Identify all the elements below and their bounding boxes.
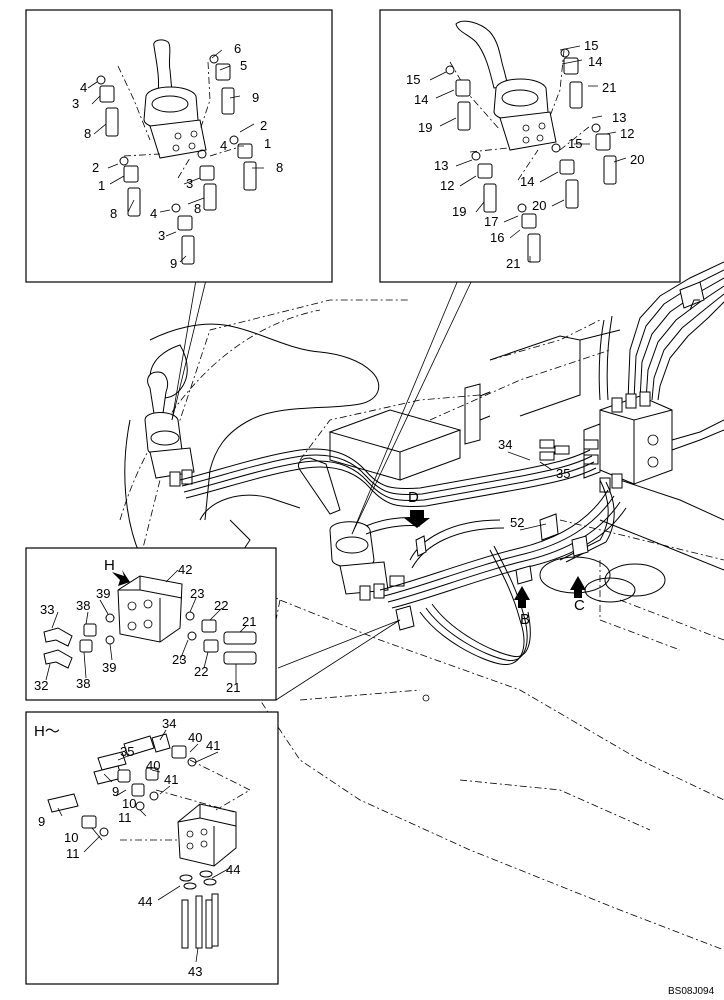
vh-label-39: 39 — [96, 586, 110, 601]
vht-label-40b: 40 — [146, 758, 160, 773]
vh-label-21: 21 — [242, 614, 256, 629]
hose-bundle-top-right — [598, 261, 724, 451]
lc-label-4b: 4 — [220, 138, 227, 153]
vht-label-11: 11 — [118, 810, 132, 825]
lc-label-9: 9 — [252, 90, 259, 105]
left-control-lever — [144, 371, 195, 487]
rc-label-19b: 19 — [452, 204, 466, 219]
vht-label-9: 9 — [112, 784, 119, 799]
lc-label-8b: 8 — [276, 160, 283, 175]
rc-label-14b: 14 — [414, 92, 428, 107]
vht-label-9b: 9 — [38, 814, 45, 829]
vht-label-41: 41 — [206, 738, 220, 753]
rc-label-13b: 13 — [434, 158, 448, 173]
vht-label-34: 34 — [162, 716, 176, 731]
hose-bundle-main — [179, 448, 627, 666]
lc-label-5: 5 — [240, 58, 247, 73]
drawing-code: BS08J094 — [668, 986, 715, 997]
rc-label-15c: 15 — [568, 136, 582, 151]
valve-h-title: H — [104, 557, 115, 574]
valve-h-tilde-title: H～ — [34, 723, 60, 740]
vht-label-41b: 41 — [164, 772, 178, 787]
rc-label-19: 19 — [418, 120, 432, 135]
vh-label-38: 38 — [76, 598, 90, 613]
valve-h-tilde-detail-panel: H～ 34 4 — [25, 711, 279, 985]
part-52-main: 52 — [510, 515, 524, 530]
vht-label-40: 40 — [188, 730, 202, 745]
lc-label-2b: 2 — [92, 160, 99, 175]
main-assembly-drawing: D B C 34 35 52 — [119, 261, 724, 951]
rc-label-21: 21 — [602, 80, 616, 95]
valve-h-arrow — [112, 570, 130, 586]
lc-label-8d: 8 — [194, 201, 201, 216]
vht-label-10b: 10 — [64, 830, 78, 845]
vh-label-23b: 23 — [172, 652, 186, 667]
rc-label-14: 14 — [588, 54, 602, 69]
lc-label-3b: 3 — [186, 176, 193, 191]
part-35-main: 35 — [556, 466, 570, 481]
hose-clamps — [395, 513, 589, 631]
vht-label-35: 35 — [120, 744, 134, 759]
rc-label-15b: 15 — [406, 72, 420, 87]
valve-h-detail-panel: H 42 33 38 39 23 22 21 23 22 32 38 39 — [25, 547, 277, 701]
arrow-label-d: D — [408, 489, 419, 506]
rc-label-20b: 20 — [532, 198, 546, 213]
lc-label-4c: 4 — [150, 206, 157, 221]
right-control-lever — [297, 457, 405, 601]
lc-label-6: 6 — [234, 41, 241, 56]
rc-label-17: 17 — [484, 214, 498, 229]
vh-label-22: 22 — [214, 598, 228, 613]
vh-label-21b: 21 — [226, 680, 240, 695]
lc-label-4: 4 — [80, 80, 87, 95]
rc-label-16: 16 — [490, 230, 504, 245]
lc-label-9b: 9 — [170, 256, 177, 271]
vh-label-38b: 38 — [76, 676, 90, 691]
vht-label-10: 10 — [122, 796, 136, 811]
rc-label-12b: 12 — [440, 178, 454, 193]
vht-label-43: 43 — [188, 964, 202, 979]
right-panel-fittings — [445, 48, 617, 263]
left-controller-detail-panel: 6 5 4 3 9 8 2 4 1 2 1 8 3 8 8 4 3 9 — [25, 9, 333, 283]
lc-label-8: 8 — [84, 126, 91, 141]
vh-label-32: 32 — [34, 678, 48, 693]
right-controller-detail-panel: 15 14 15 14 21 19 13 15 12 13 12 20 14 1… — [379, 9, 681, 283]
lc-label-8c: 8 — [110, 206, 117, 221]
rc-label-12: 12 — [620, 126, 634, 141]
part-34-main: 34 — [498, 437, 512, 452]
rc-label-13: 13 — [612, 110, 626, 125]
arrow-label-b: B — [520, 611, 530, 628]
rc-label-21b: 21 — [506, 256, 520, 271]
left-panel-fittings — [96, 54, 257, 265]
vh-label-23: 23 — [190, 586, 204, 601]
lc-label-3: 3 — [72, 96, 79, 111]
vh-label-39b: 39 — [102, 660, 116, 675]
vht-label-11b: 11 — [66, 846, 80, 861]
vh-label-42: 42 — [178, 562, 192, 577]
vh-label-22b: 22 — [194, 664, 208, 679]
lc-label-2: 2 — [260, 118, 267, 133]
vh-label-33: 33 — [40, 602, 54, 617]
arrow-label-c: C — [574, 597, 585, 614]
vht-label-44b: 44 — [138, 894, 152, 909]
rc-label-14c: 14 — [520, 174, 534, 189]
lc-label-1: 1 — [264, 136, 271, 151]
rc-label-15: 15 — [584, 38, 598, 53]
lc-label-3c: 3 — [158, 228, 165, 243]
lc-label-1b: 1 — [98, 178, 105, 193]
rc-label-20: 20 — [630, 152, 644, 167]
vht-label-44: 44 — [226, 862, 240, 877]
view-arrows — [404, 510, 586, 608]
